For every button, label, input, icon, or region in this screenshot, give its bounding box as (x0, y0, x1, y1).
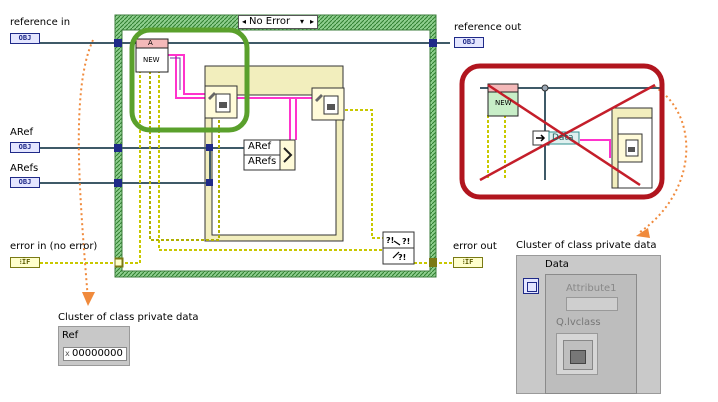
new-node-label: NEW (143, 56, 160, 64)
left-cluster-field-label: Ref (62, 330, 79, 341)
reference-out-label: reference out (454, 22, 522, 33)
class-name-label: Q.lvclass (556, 317, 601, 328)
chevron-right-icon[interactable]: ▸ (309, 17, 314, 26)
case-selector[interactable]: ◂ No Error ▾ ▸ (238, 15, 318, 29)
class-data-box: Attribute1 Q.lvclass (545, 274, 637, 394)
error-out-terminal[interactable]: ⁝ÎF (453, 257, 483, 268)
arefs-label: ARefs (10, 163, 39, 174)
tunnels (114, 39, 437, 187)
bundle-item-arefs: ARefs (248, 156, 277, 167)
aref-terminal[interactable]: OBJ (10, 142, 40, 153)
svg-text:?!: ?! (402, 237, 410, 246)
svg-text:?!: ?! (386, 236, 394, 245)
reference-in-terminal[interactable]: OBJ (10, 33, 40, 44)
crossed-out-diagram (473, 73, 660, 193)
reference-out-terminal[interactable]: OBJ (454, 37, 484, 48)
attribute1-label: Attribute1 (566, 283, 617, 294)
hex-prefix: x (65, 349, 70, 358)
data-type-icon (523, 278, 539, 294)
merge-errors-node: ?! ?! ?! (382, 231, 415, 265)
left-cluster-panel[interactable]: Ref x 00000000 (58, 326, 130, 366)
aref-label: ARef (10, 127, 34, 138)
method-node-1 (204, 85, 238, 119)
left-cluster-field[interactable]: x 00000000 (63, 347, 127, 361)
class-wires (168, 54, 320, 140)
bundle-by-name-node (243, 139, 296, 171)
reference-in-label: reference in (10, 17, 71, 28)
error-in-label: error in (no error) (10, 241, 98, 252)
error-in-terminal[interactable]: ⁝ÎF (10, 257, 40, 268)
arefs-terminal[interactable]: OBJ (10, 177, 40, 188)
method-node-2 (311, 87, 345, 121)
svg-text:?!: ?! (398, 253, 406, 262)
class-letter: A (148, 39, 153, 47)
chevron-down-icon[interactable]: ▾ (299, 17, 304, 26)
crossed-data-label: Data (552, 133, 574, 143)
right-cluster-caption: Cluster of class private data (516, 240, 657, 251)
red-highlight (459, 63, 665, 200)
class-icon (556, 333, 598, 375)
right-cluster-data-label: Data (545, 259, 569, 270)
left-cluster-field-value: 00000000 (72, 348, 123, 359)
chevron-left-icon[interactable]: ◂ (241, 17, 246, 26)
case-selector-value: No Error (249, 16, 291, 27)
error-out-label: error out (453, 241, 497, 252)
orange-arrows (77, 39, 688, 301)
right-cluster-panel[interactable]: Data Attribute1 Q.lvclass (516, 255, 661, 394)
attribute1-field[interactable] (566, 297, 618, 311)
left-cluster-caption: Cluster of class private data (58, 312, 199, 323)
crossed-new-label: NEW (495, 99, 512, 107)
green-highlight (129, 27, 250, 133)
bundle-item-aref: ARef (248, 141, 272, 152)
new-class-node (135, 38, 169, 73)
